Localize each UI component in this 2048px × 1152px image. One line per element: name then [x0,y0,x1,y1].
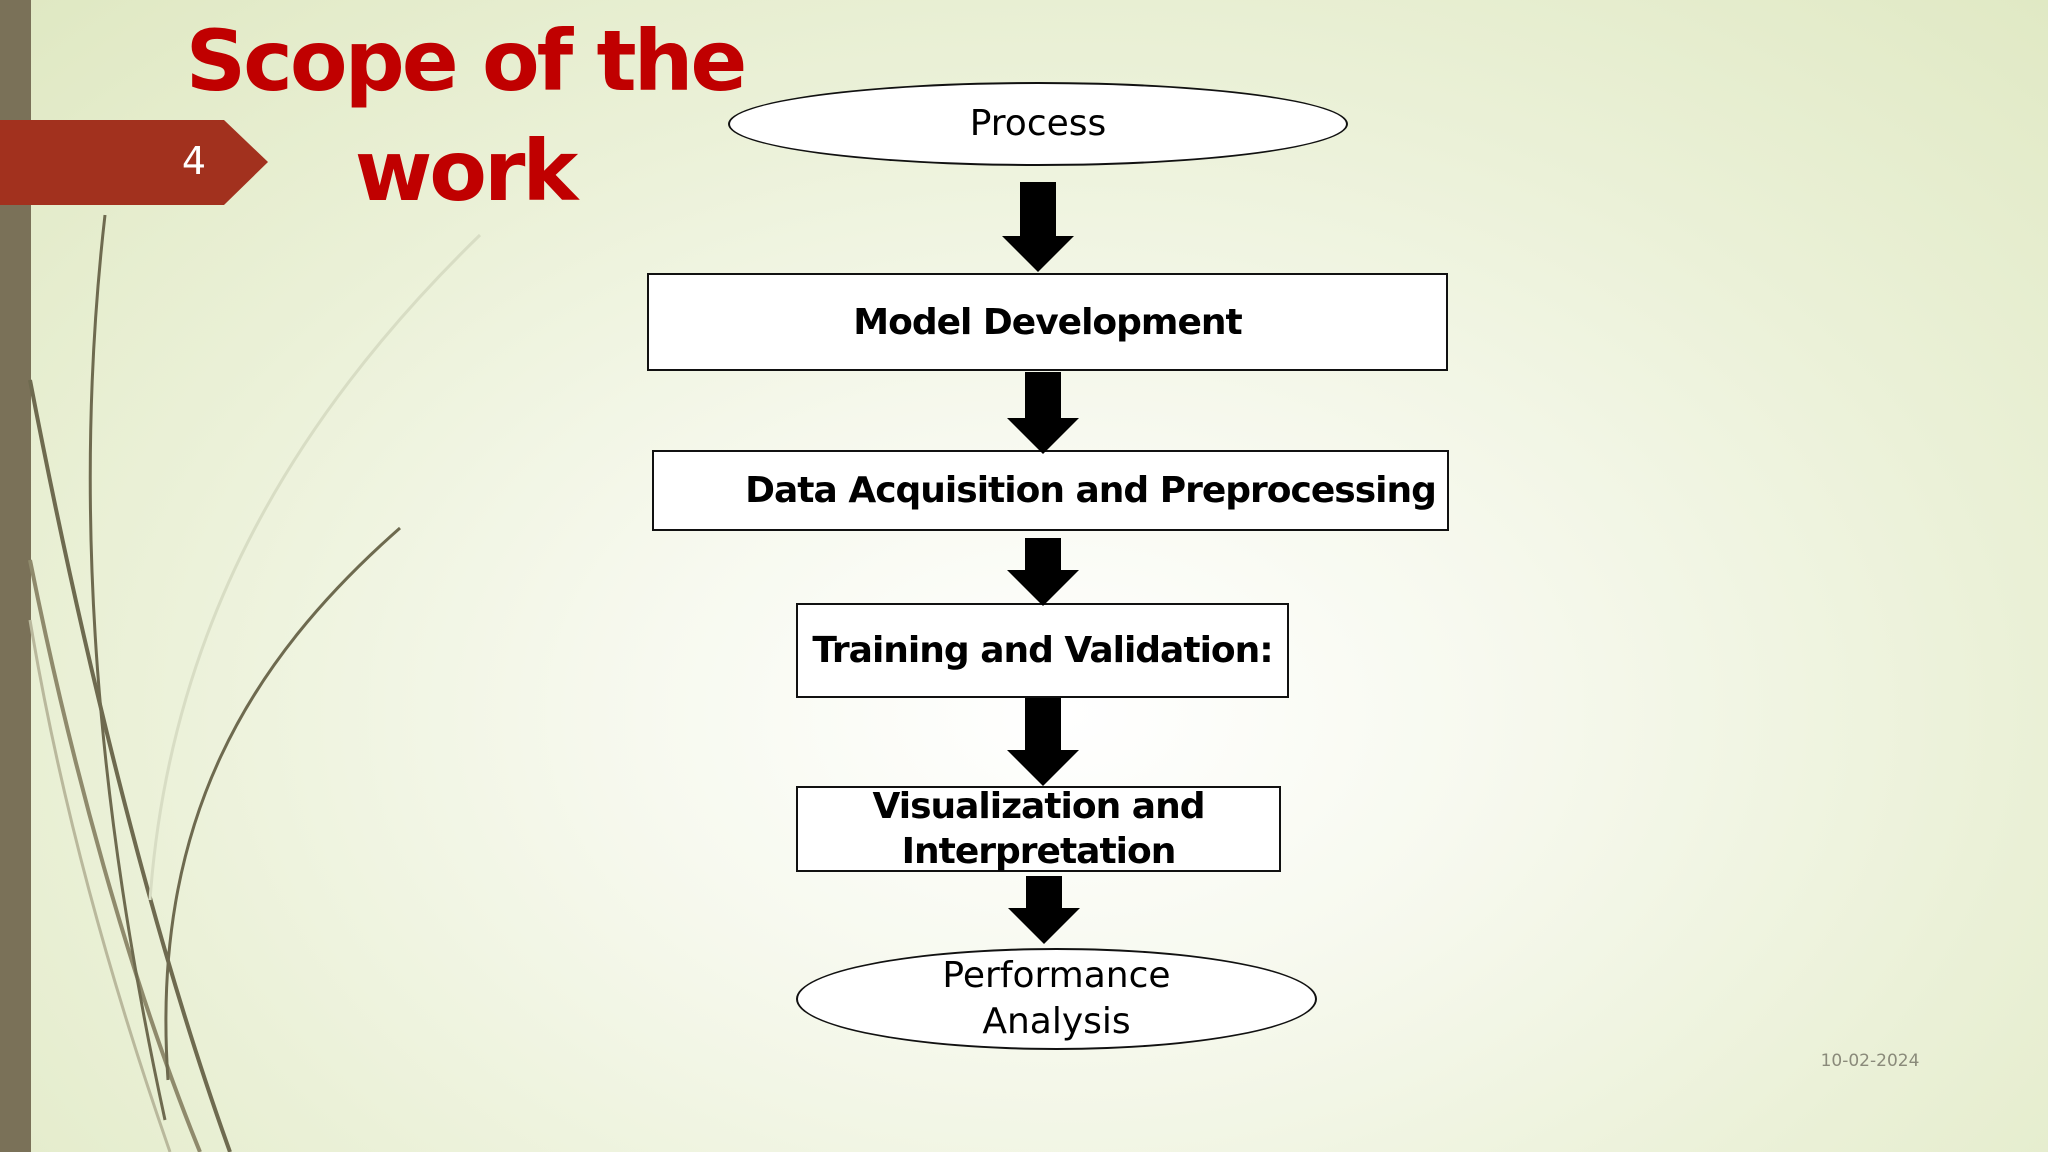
slide-number: 4 [181,139,207,183]
slide-title-line-1: Scope of the [185,12,748,110]
slide-title-line-2: work [354,122,579,220]
visualization-node: Visualization and Interpretation [796,786,1281,872]
process-node: Process [728,82,1348,166]
model-development-node: Model Development [647,273,1448,371]
performance-analysis-node: Performance Analysis [796,948,1317,1050]
flow-arrow-4 [1007,698,1079,786]
flow-arrow-5 [1008,876,1080,944]
training-validation-node: Training and Validation: [796,603,1289,698]
slide-title: Scope of the work [170,6,760,226]
flow-arrow-2 [1007,372,1079,454]
process-label: Process [969,103,1107,144]
visualization-label-line-1: Visualization and [872,786,1206,827]
data-acquisition-node: Data Acquisition and Preprocessing [652,450,1449,531]
data-acquisition-label: Data Acquisition and Preprocessing [745,470,1437,511]
performance-label-line-1: Performance [942,955,1171,996]
flow-arrow-1 [1002,182,1074,272]
flow-arrow-3 [1007,538,1079,606]
slide-number-tab [0,120,268,205]
visualization-label-line-2: Interpretation [901,831,1177,872]
training-validation-label: Training and Validation: [812,630,1273,671]
slide-date: 10-02-2024 [1820,1051,1920,1071]
performance-label-line-2: Analysis [982,1001,1131,1042]
model-development-label: Model Development [853,301,1242,343]
